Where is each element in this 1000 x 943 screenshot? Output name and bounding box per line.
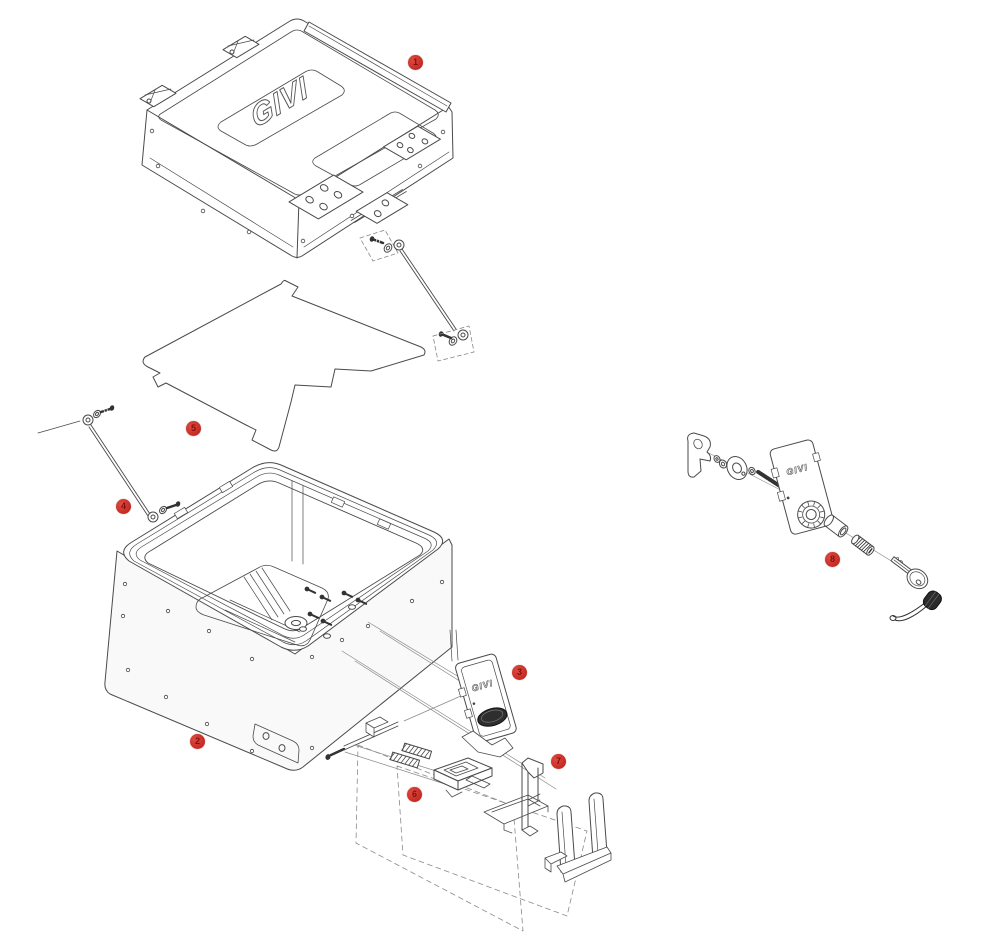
support-bracket (483, 757, 549, 837)
lock-kit: GIVI (687, 432, 942, 622)
lid: GIVI (139, 18, 454, 259)
u-bracket (544, 792, 612, 883)
callout-2: 2 (190, 734, 205, 749)
case-body (104, 462, 557, 790)
callout-4: 4 (116, 499, 131, 514)
callout-1: 1 (408, 55, 423, 70)
callout-5: 5 (186, 421, 201, 436)
interior-screws (299, 586, 368, 639)
callout-6: 6 (407, 787, 422, 802)
retaining-cable-left (37, 405, 181, 523)
callout-7: 7 (551, 754, 566, 769)
callout-8: 8 (825, 552, 840, 567)
retaining-cable-right (359, 229, 475, 362)
base-plate (142, 279, 426, 452)
pivot-rod (325, 691, 471, 760)
latch-slider (344, 742, 493, 798)
lock-cover: GIVI (449, 629, 517, 758)
callout-3: 3 (512, 665, 527, 680)
